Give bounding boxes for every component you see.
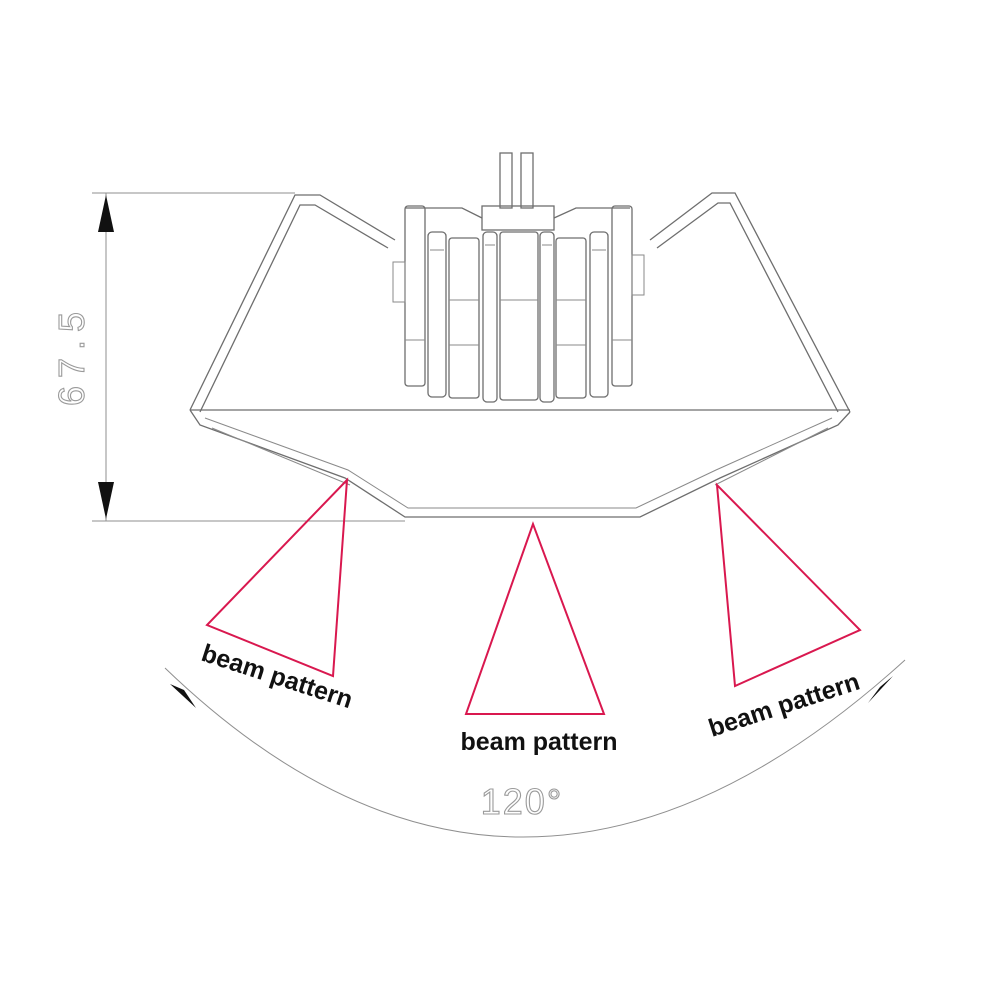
height-dimension: 67.5 [50, 192, 405, 522]
lamp-body [189, 192, 851, 518]
beam-pattern-left [205, 477, 349, 678]
arc-arrow-right [868, 676, 893, 703]
dimension-arrow-up [98, 195, 114, 232]
angle-label: 120° [481, 781, 563, 822]
height-dimension-label: 67.5 [51, 304, 92, 406]
beam-pattern-right [715, 482, 862, 688]
arc-arrow-left [170, 684, 196, 708]
beam-label-right: beam pattern [705, 668, 863, 743]
beam-pattern-center [464, 521, 606, 715]
beam-label-center: beam pattern [461, 728, 618, 756]
angle-arc: 120° [164, 659, 906, 838]
beam-patterns [205, 477, 862, 715]
heatsink-assembly [392, 152, 645, 403]
dimension-arrow-down [98, 482, 114, 519]
